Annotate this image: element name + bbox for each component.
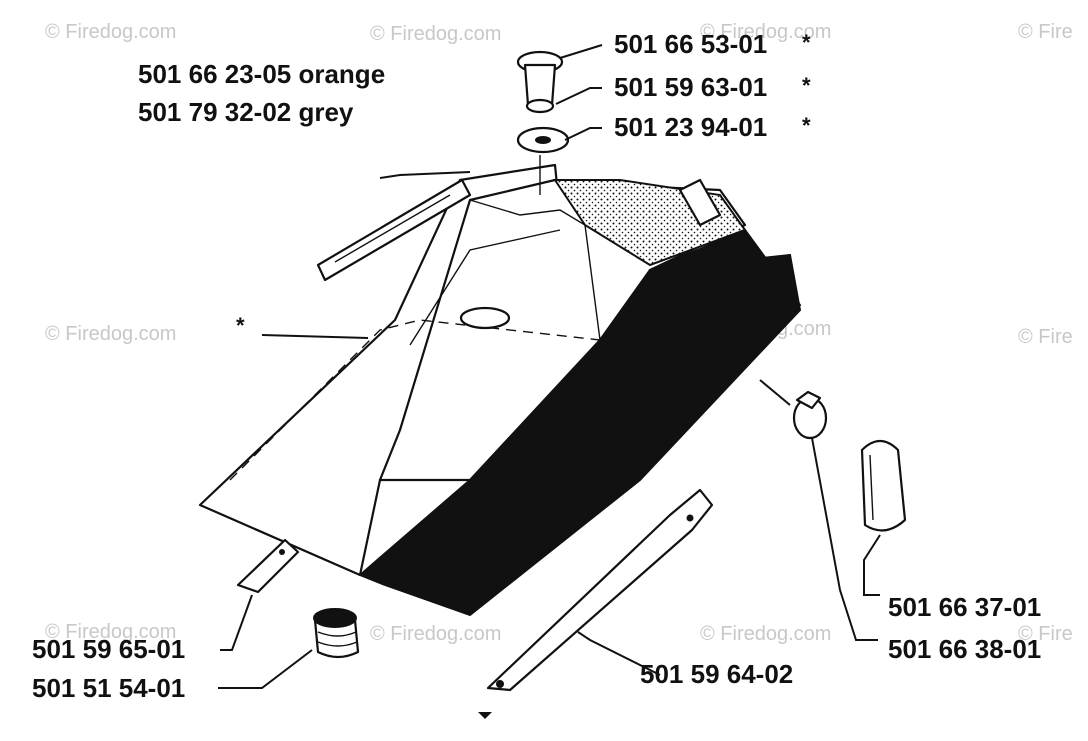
watermark-11: © Fire	[1018, 623, 1073, 645]
label-cover-star: *	[236, 313, 245, 338]
watermarks: © Firedog.com © Firedog.com © Firedog.co…	[45, 21, 1073, 645]
label-ring-star: *	[802, 73, 811, 98]
label-cover-grey: 501 79 32-02 grey	[138, 97, 354, 127]
bracket	[236, 538, 300, 594]
filler-cap-assembly	[516, 50, 570, 195]
watermark-4: © Fire	[1018, 21, 1073, 43]
knob	[313, 608, 360, 659]
watermark-7: © Fire	[1018, 326, 1073, 348]
watermark-1: © Firedog.com	[45, 21, 176, 43]
watermark-3: © Firedog.com	[700, 21, 831, 43]
part-labels: 501 66 23-05 orange 501 79 32-02 grey 50…	[32, 29, 1041, 703]
label-washer: 501 23 94-01	[614, 112, 767, 142]
guide-rail	[486, 488, 714, 692]
marker	[478, 712, 492, 719]
watermark-5: © Firedog.com	[45, 323, 176, 345]
watermark-2: © Firedog.com	[370, 23, 501, 45]
label-cap: 501 66 53-01	[614, 29, 767, 59]
label-plug: 501 66 38-01	[888, 634, 1041, 664]
watermark-10: © Firedog.com	[700, 623, 831, 645]
label-ring: 501 59 63-01	[614, 72, 767, 102]
leader-lines	[218, 44, 881, 689]
label-knob: 501 51 54-01	[32, 673, 185, 703]
label-cap-star: *	[802, 30, 811, 55]
label-rail: 501 59 64-02	[640, 659, 793, 689]
watermark-9: © Firedog.com	[370, 623, 501, 645]
label-filter: 501 66 37-01	[888, 592, 1041, 622]
plug	[792, 390, 828, 440]
label-cover-orange: 501 66 23-05 orange	[138, 59, 385, 89]
label-bracket: 501 59 65-01	[32, 634, 185, 664]
watermark-8: © Firedog.com	[45, 621, 176, 643]
label-washer-star: *	[802, 113, 811, 138]
chain-cover	[198, 163, 802, 617]
filter-element	[860, 439, 907, 532]
